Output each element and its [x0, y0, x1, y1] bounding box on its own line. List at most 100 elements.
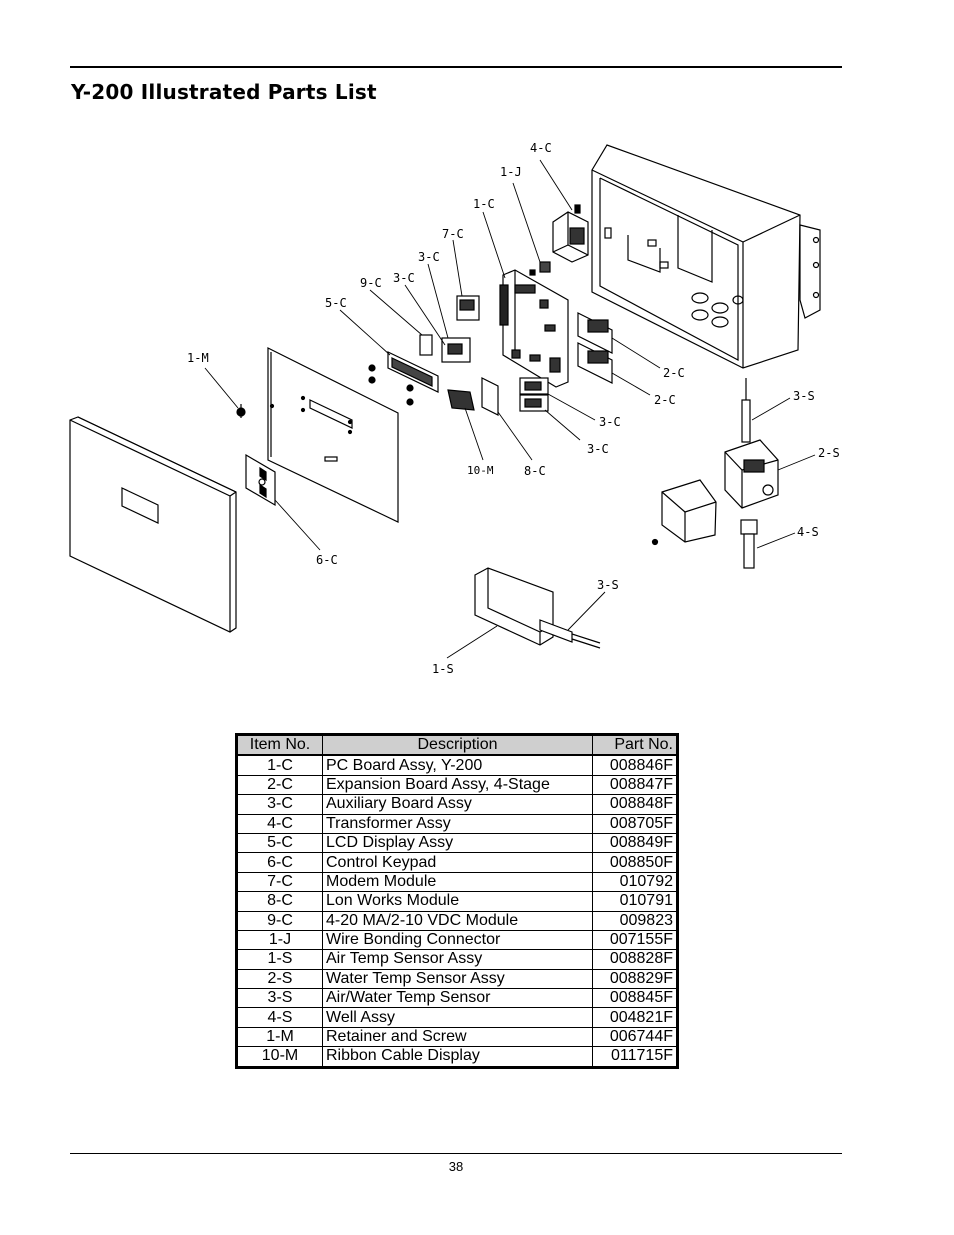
control-keypad [245, 453, 276, 507]
item-no: 2-S [236, 968, 323, 990]
temp-sensor-probe [741, 378, 751, 443]
item-no: 2-C [236, 774, 323, 796]
enclosure-box [591, 144, 821, 369]
item-no: 7-C [236, 871, 323, 893]
part-no: 004821F [592, 1007, 678, 1028]
label-4c: 4-C [530, 141, 552, 155]
part-no: 008850F [592, 852, 678, 873]
part-no: 007155F [592, 929, 678, 951]
description: Retainer and Screw [322, 1026, 593, 1048]
header-part-no: Part No. [592, 734, 678, 757]
item-no: 1-J [236, 929, 323, 951]
item-no: 1-M [236, 1026, 323, 1048]
item-no: 3-S [236, 988, 323, 1009]
label-2c-b: 2-C [654, 393, 676, 407]
description: Air Temp Sensor Assy [322, 949, 593, 970]
description: 4-20 MA/2-10 VDC Module [322, 910, 593, 931]
air-sensor-bracket [474, 567, 601, 649]
item-no: 6-C [236, 852, 323, 873]
bottom-rule [70, 1153, 842, 1154]
lon-works-module [481, 377, 499, 416]
label-5c: 5-C [325, 296, 347, 310]
label-3c-a: 3-C [418, 250, 440, 264]
description: Lon Works Module [322, 891, 593, 912]
page-title: Y-200 Illustrated Parts List [71, 80, 377, 104]
item-no: 10-M [236, 1046, 323, 1068]
part-no: 008829F [592, 968, 678, 990]
item-no: 1-S [236, 949, 323, 970]
pc-board [499, 269, 569, 388]
part-no: 008849F [592, 832, 678, 854]
part-no: 008828F [592, 949, 678, 970]
front-cover [69, 416, 237, 633]
transformer [552, 204, 589, 263]
item-no: 8-C [236, 891, 323, 912]
part-no: 011715F [592, 1046, 678, 1068]
ribbon-cable [447, 389, 475, 411]
leader-lines [204, 159, 816, 659]
item-no: 9-C [236, 910, 323, 931]
lcd-display [368, 351, 439, 406]
exploded-parts-diagram: 4-C 1-J 1-C 7-C 3-C 3-C 9-C 5-C 1-M 2-C … [69, 141, 840, 676]
description: PC Board Assy, Y-200 [322, 754, 593, 776]
description: Transformer Assy [322, 813, 593, 834]
item-no: 1-C [236, 754, 323, 776]
label-7c: 7-C [442, 227, 464, 241]
label-3c-c: 3-C [599, 415, 621, 429]
description: Well Assy [322, 1007, 593, 1028]
part-no: 008847F [592, 774, 678, 796]
description: Modem Module [322, 871, 593, 893]
part-no: 010791 [592, 891, 678, 912]
label-9c: 9-C [360, 276, 382, 290]
part-no: 009823 [592, 910, 678, 931]
page-number: 38 [448, 1159, 464, 1174]
modem-module [456, 295, 480, 321]
description: Expansion Board Assy, 4-Stage [322, 774, 593, 796]
expansion-boards [577, 312, 613, 384]
header-item-no: Item No. [236, 734, 323, 757]
label-8c: 8-C [524, 464, 546, 478]
item-no: 5-C [236, 832, 323, 854]
label-3s-a: 3-S [793, 389, 815, 403]
part-no: 008705F [592, 813, 678, 834]
description: Control Keypad [322, 852, 593, 873]
inner-panel [267, 347, 399, 523]
label-4s: 4-S [797, 525, 819, 539]
item-no: 4-C [236, 813, 323, 834]
part-no: 006744F [592, 1026, 678, 1048]
well-assy [740, 519, 758, 569]
description: Air/Water Temp Sensor [322, 988, 593, 1009]
part-no: 008846F [592, 754, 678, 776]
table-header-row: Item No. Description Part No. [236, 734, 678, 757]
label-3c-d: 3-C [587, 442, 609, 456]
description: LCD Display Assy [322, 832, 593, 854]
header-description: Description [322, 734, 593, 757]
water-sensor-box [651, 439, 779, 546]
part-no: 010792 [592, 871, 678, 893]
item-no: 3-C [236, 794, 323, 815]
part-no: 008848F [592, 794, 678, 815]
retainer-screw [236, 404, 246, 418]
label-1m: 1-M [187, 351, 209, 365]
item-no: 4-S [236, 1007, 323, 1028]
wire-bonding-connector [529, 261, 551, 276]
label-2c-a: 2-C [663, 366, 685, 380]
label-1s: 1-S [432, 662, 454, 676]
label-3c-b: 3-C [393, 271, 415, 285]
label-2s: 2-S [818, 446, 840, 460]
label-1c: 1-C [473, 197, 495, 211]
